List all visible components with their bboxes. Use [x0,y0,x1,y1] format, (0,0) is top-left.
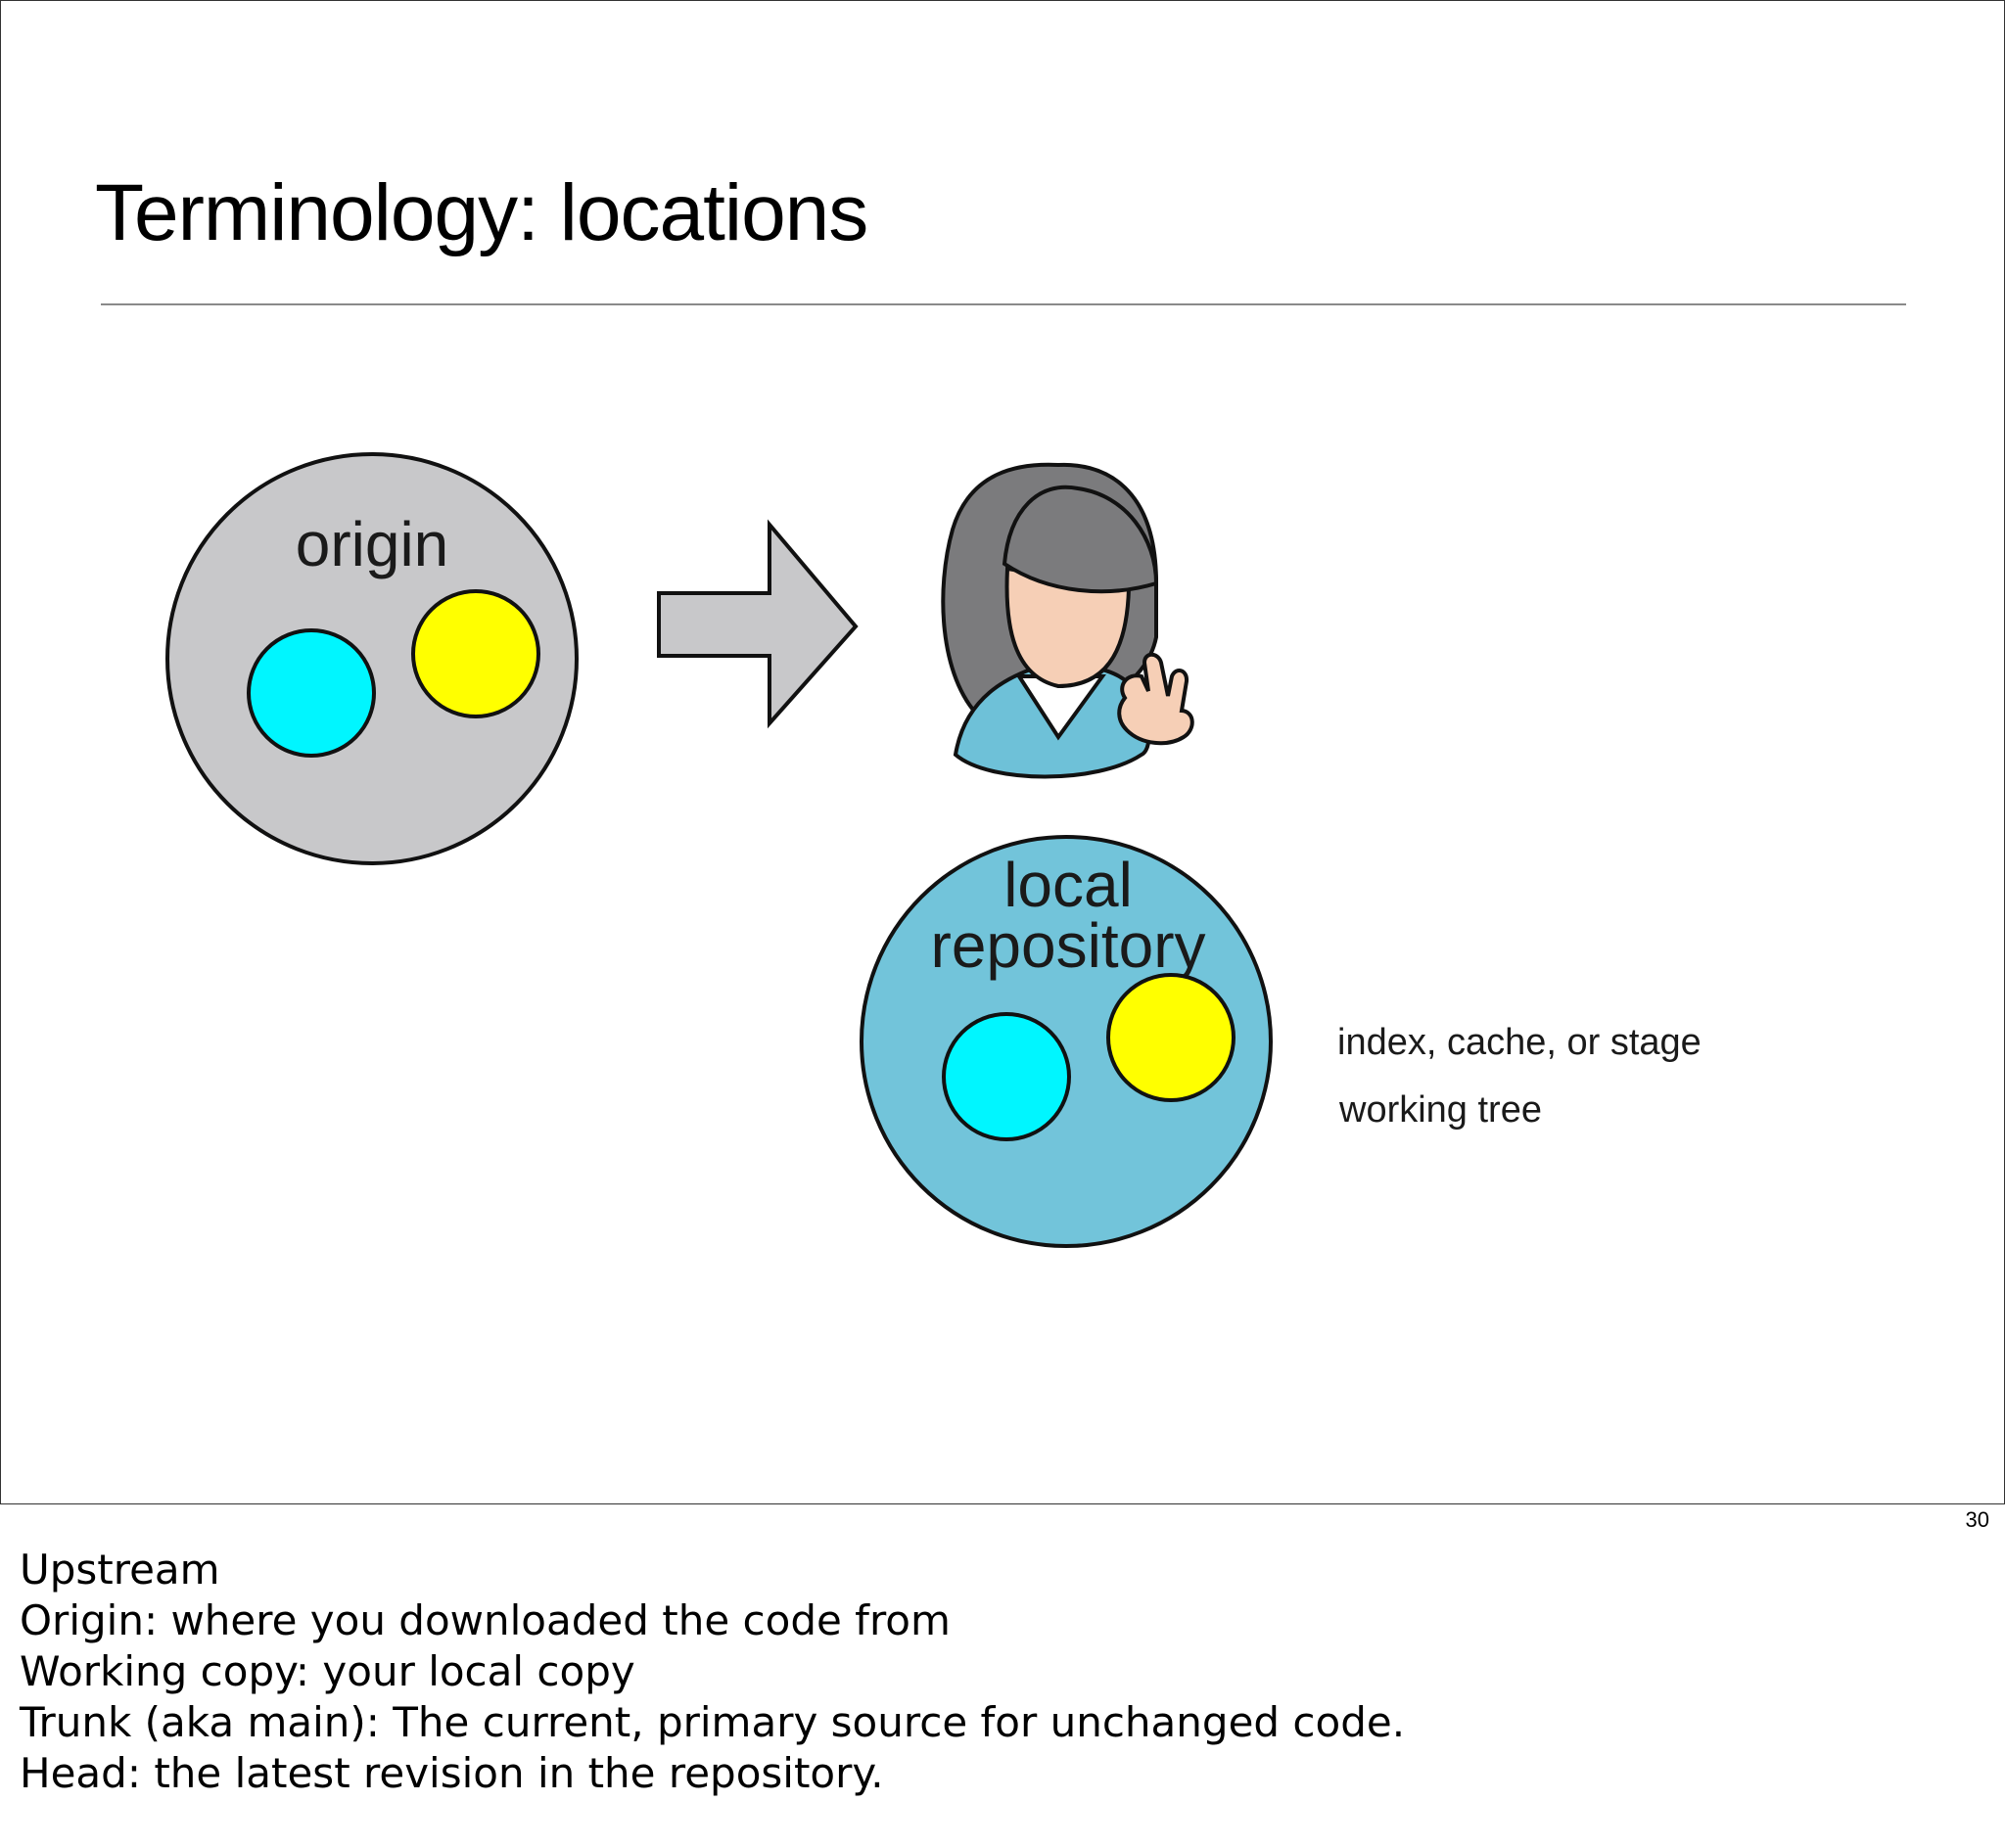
local-repository-circle [860,835,1273,1248]
index-cache-stage-label: index, cache, or stage [1337,1022,1702,1063]
notes-line: Origin: where you downloaded the code fr… [20,1596,951,1644]
origin-yellow-item [411,589,540,718]
locations-diagram: origin local repository [165,452,1273,1248]
origin-cyan-item [247,628,376,758]
origin-circle [165,452,579,865]
local-cyan-item [942,1012,1071,1141]
avatar-face [1004,566,1132,689]
notes-line: Working copy: your local copy [20,1647,635,1695]
origin-label: origin [296,509,449,579]
origin-repository: origin [165,452,579,865]
local-yellow-item [1106,973,1236,1102]
title-divider [101,303,1906,305]
slide-title: Terminology: locations [95,168,868,257]
working-tree-label: working tree [1339,1089,1542,1131]
avatar-hand [1117,652,1194,746]
local-repository-label-line2: repository [931,910,1206,981]
notes-line: Trunk (aka main): The current, primary s… [20,1698,1406,1746]
avatar-hair-front [1002,485,1159,594]
notes-line: Upstream [20,1546,220,1594]
slide: Terminology: locations origin [0,0,2005,1504]
right-arrow-icon [657,519,859,729]
local-repository-label-line1: local [1003,850,1133,920]
speaker-notes: Upstream Origin: where you downloaded th… [20,1545,1405,1799]
page-number: 30 [1965,1507,1989,1532]
user-avatar-icon [941,462,1194,779]
notes-line: Head: the latest revision in the reposit… [20,1749,884,1797]
local-repository: local repository [860,835,1273,1248]
